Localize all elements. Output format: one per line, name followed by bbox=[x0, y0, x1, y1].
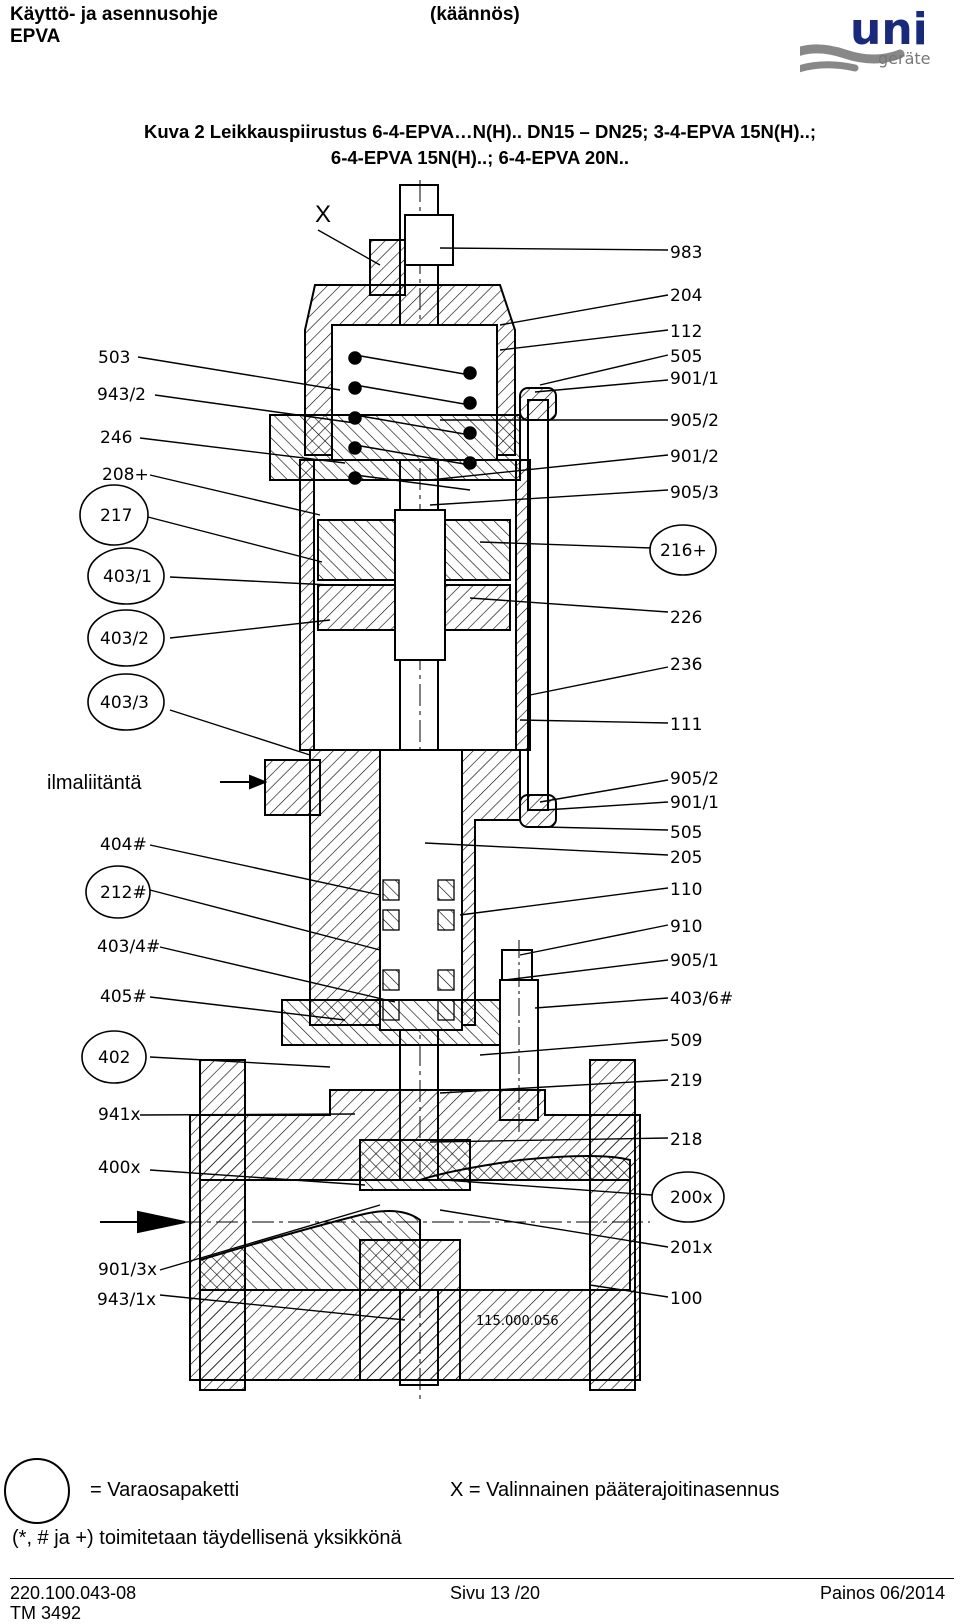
label-111: 111 bbox=[670, 715, 702, 735]
label-110: 110 bbox=[670, 880, 702, 900]
right-part-labels: 983 204 112 505 901/1 905/2 901/2 905/3 … bbox=[660, 243, 733, 1309]
label-901-2: 901/2 bbox=[670, 447, 719, 467]
figure-caption-line1: Kuva 2 Leikkauspiirustus 6-4-EPVA…N(H)..… bbox=[144, 121, 816, 142]
spare-part-kit-legend: = Varaosapaketti bbox=[90, 1479, 240, 1501]
label-212: 212# bbox=[100, 883, 147, 903]
label-901-1-lower: 901/1 bbox=[670, 793, 719, 813]
label-905-3: 905/3 bbox=[670, 483, 719, 503]
label-112: 112 bbox=[670, 322, 702, 342]
label-403-2: 403/2 bbox=[100, 629, 149, 649]
label-905-1: 905/1 bbox=[670, 951, 719, 971]
footer-divider bbox=[10, 1578, 954, 1579]
label-219: 219 bbox=[670, 1071, 702, 1091]
label-905-2: 905/2 bbox=[670, 411, 719, 431]
label-901-3x: 901/3x bbox=[98, 1260, 157, 1280]
label-400x: 400x bbox=[98, 1158, 141, 1178]
label-100: 100 bbox=[670, 1289, 702, 1309]
tm-number: TM 3492 bbox=[10, 1603, 82, 1623]
edition: Painos 06/2014 bbox=[820, 1583, 946, 1603]
label-217: 217 bbox=[100, 506, 132, 526]
label-405: 405# bbox=[100, 987, 147, 1007]
label-941x: 941x bbox=[98, 1105, 141, 1125]
manual-title: Käyttö- ja asennusohje bbox=[10, 4, 218, 25]
spare-part-kit-symbol bbox=[4, 1458, 70, 1524]
header-title: Käyttö- ja asennusohje EPVA bbox=[10, 4, 218, 48]
label-403-6: 403/6# bbox=[670, 989, 733, 1009]
air-connection-label: ilmaliitäntä bbox=[47, 772, 142, 794]
label-205: 205 bbox=[670, 848, 702, 868]
label-403-1: 403/1 bbox=[103, 567, 152, 587]
spare-part-circles bbox=[79, 484, 725, 1223]
document-number: 220.100.043-08 bbox=[10, 1583, 137, 1603]
optional-limiter-marker: X bbox=[315, 201, 331, 228]
label-905-2-lower: 905/2 bbox=[670, 769, 719, 789]
label-403-4: 403/4# bbox=[97, 937, 160, 957]
label-505-lower: 505 bbox=[670, 823, 702, 843]
valve-geometry: X bbox=[100, 180, 650, 1400]
label-216: 216+ bbox=[660, 541, 707, 561]
left-part-labels: 503 943/2 246 208+ 217 403/1 403/2 403/3… bbox=[47, 348, 160, 1310]
label-503: 503 bbox=[98, 348, 130, 368]
product-name: EPVA bbox=[10, 26, 61, 47]
label-226: 226 bbox=[670, 608, 702, 628]
label-204: 204 bbox=[670, 286, 702, 306]
label-983: 983 bbox=[670, 243, 702, 263]
label-236: 236 bbox=[670, 655, 702, 675]
label-403-3: 403/3 bbox=[100, 693, 149, 713]
right-leader-lines bbox=[424, 247, 669, 1298]
label-943-1x: 943/1x bbox=[97, 1290, 156, 1310]
label-509: 509 bbox=[670, 1031, 702, 1051]
label-901-1: 901/1 bbox=[670, 369, 719, 389]
translation-note: (käännös) bbox=[430, 4, 520, 25]
left-leader-lines bbox=[137, 356, 406, 1321]
sectional-drawing: X bbox=[47, 180, 733, 1400]
label-200x: 200x bbox=[670, 1188, 713, 1208]
label-208: 208+ bbox=[102, 465, 149, 485]
optional-limiter-legend: X = Valinnainen pääterajoitinasennus bbox=[450, 1479, 780, 1501]
label-505: 505 bbox=[670, 347, 702, 367]
figure-caption-line2: 6-4-EPVA 15N(H)..; 6-4-EPVA 20N.. bbox=[330, 147, 630, 168]
uni-geraete-logo: uni geräte bbox=[800, 4, 931, 73]
label-943-2: 943/2 bbox=[97, 385, 146, 405]
label-201x: 201x bbox=[670, 1238, 713, 1258]
label-402: 402 bbox=[98, 1048, 130, 1068]
logo-main: uni bbox=[850, 4, 928, 55]
drawing-number: 115.000.056 bbox=[476, 1314, 559, 1329]
label-910: 910 bbox=[670, 917, 702, 937]
logo-sub: geräte bbox=[878, 49, 931, 68]
label-246: 246 bbox=[100, 428, 132, 448]
label-218: 218 bbox=[670, 1130, 702, 1150]
page-number: Sivu 13 /20 bbox=[450, 1583, 541, 1603]
complete-unit-note: (*, # ja +) toimitetaan täydellisenä yks… bbox=[12, 1527, 402, 1549]
label-404: 404# bbox=[100, 835, 147, 855]
